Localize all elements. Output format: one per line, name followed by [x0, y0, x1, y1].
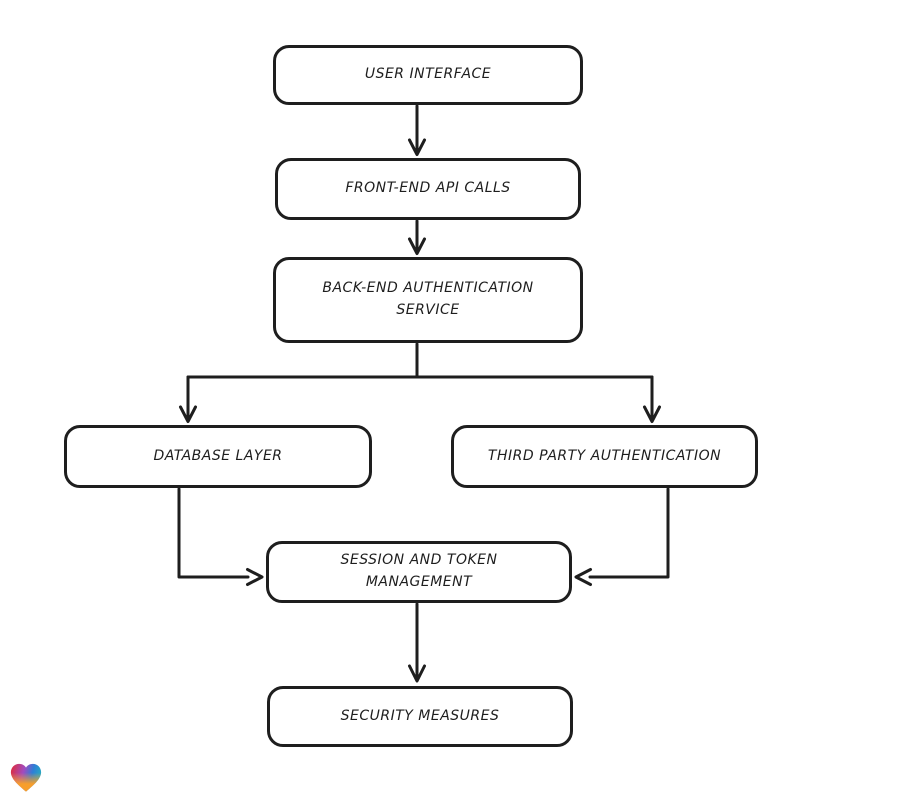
edge-back-end-split-trunk	[186, 342, 654, 379]
edge-session-to-security-arrow	[408, 602, 426, 683]
node-label: SESSION AND TOKEN MANAGEMENT	[340, 552, 498, 590]
flowchart-node-database-layer: DATABASE LAYER	[64, 425, 372, 488]
flowchart-node-security-measures: SECURITY MEASURES	[267, 686, 573, 747]
edge-back-end-to-database-arrow	[179, 375, 197, 423]
node-label: SECURITY MEASURES	[340, 707, 500, 724]
edge-front-end-to-back-end-arrow	[408, 219, 426, 255]
edge-third-party-to-session-arrow	[574, 487, 670, 586]
flowchart-node-back-end-authentication-service: BACK-END AUTHENTICATION SERVICE	[273, 257, 583, 343]
node-label: THIRD PARTY AUTHENTICATION	[487, 447, 722, 464]
flowchart-node-third-party-authentication: THIRD PARTY AUTHENTICATION	[451, 425, 758, 488]
flowchart-node-user-interface: USER INTERFACE	[273, 45, 583, 105]
lovable-heart-logo-icon[interactable]	[7, 759, 45, 796]
node-label: DATABASE LAYER	[153, 447, 283, 464]
edge-database-to-session-arrow	[177, 487, 264, 586]
node-label: USER INTERFACE	[364, 66, 492, 83]
edge-back-end-to-third-party-arrow	[643, 375, 661, 423]
flowchart-node-front-end-api-calls: FRONT-END API CALLS	[275, 158, 581, 220]
flowchart-node-session-and-token-management: SESSION AND TOKEN MANAGEMENT	[266, 541, 572, 603]
edge-user-interface-to-front-end-arrow	[408, 104, 426, 156]
heart-shape-orange-overlay	[10, 763, 42, 792]
node-label: FRONT-END API CALLS	[345, 180, 511, 197]
node-label: BACK-END AUTHENTICATION SERVICE	[322, 280, 534, 318]
